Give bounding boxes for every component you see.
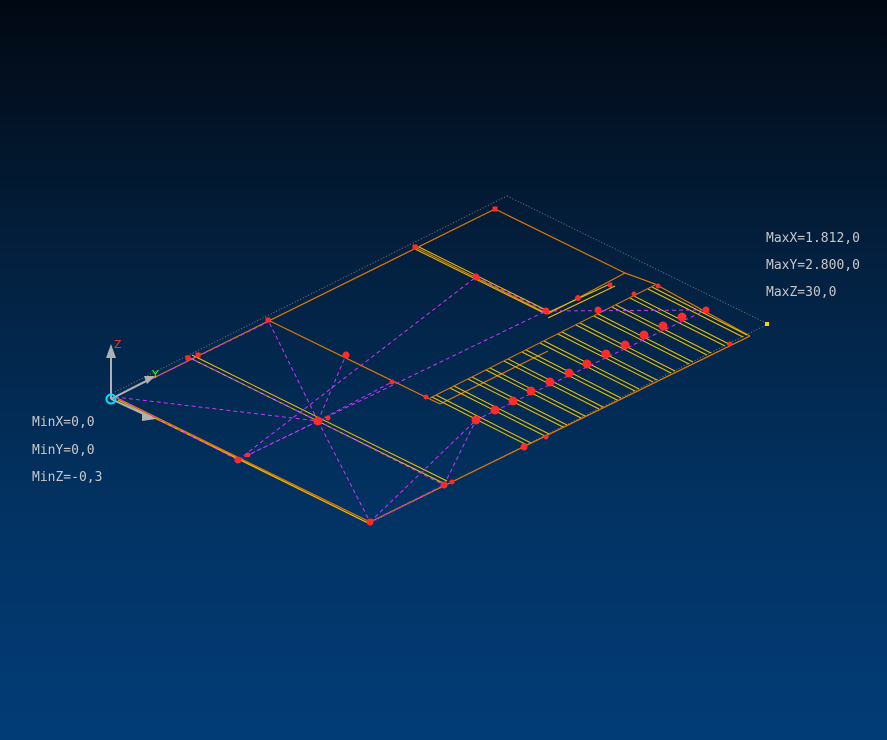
max-x-label: MaxX=1.812,0: [766, 231, 860, 246]
max-y-label: MaxY=2.800,0: [766, 258, 860, 273]
vertex-markers: [185, 206, 733, 526]
min-x-label: MinX=0,0: [32, 415, 95, 430]
bbox-corner-marker: [765, 322, 769, 326]
min-z-label: MinZ=-0,3: [32, 470, 103, 485]
stair-stringers: [429, 284, 751, 447]
z-axis-arrow: [106, 344, 116, 358]
y-axis-line: [110, 379, 149, 400]
bounding-box: [114, 195, 769, 523]
x-axis-line: [110, 398, 149, 417]
x-axis-arrow: [142, 412, 156, 421]
y-axis-arrow: [144, 376, 155, 384]
min-y-label: MinY=0,0: [32, 443, 95, 458]
rebar-lines: [117, 246, 616, 525]
max-z-label: MaxZ=30,0: [766, 285, 837, 300]
origin-icon: [105, 393, 117, 405]
y-axis-label: Y: [151, 368, 159, 381]
z-axis-label: Z: [114, 338, 122, 351]
axis-gizmo[interactable]: Z Y: [105, 338, 159, 421]
construction-lines: [114, 276, 707, 523]
